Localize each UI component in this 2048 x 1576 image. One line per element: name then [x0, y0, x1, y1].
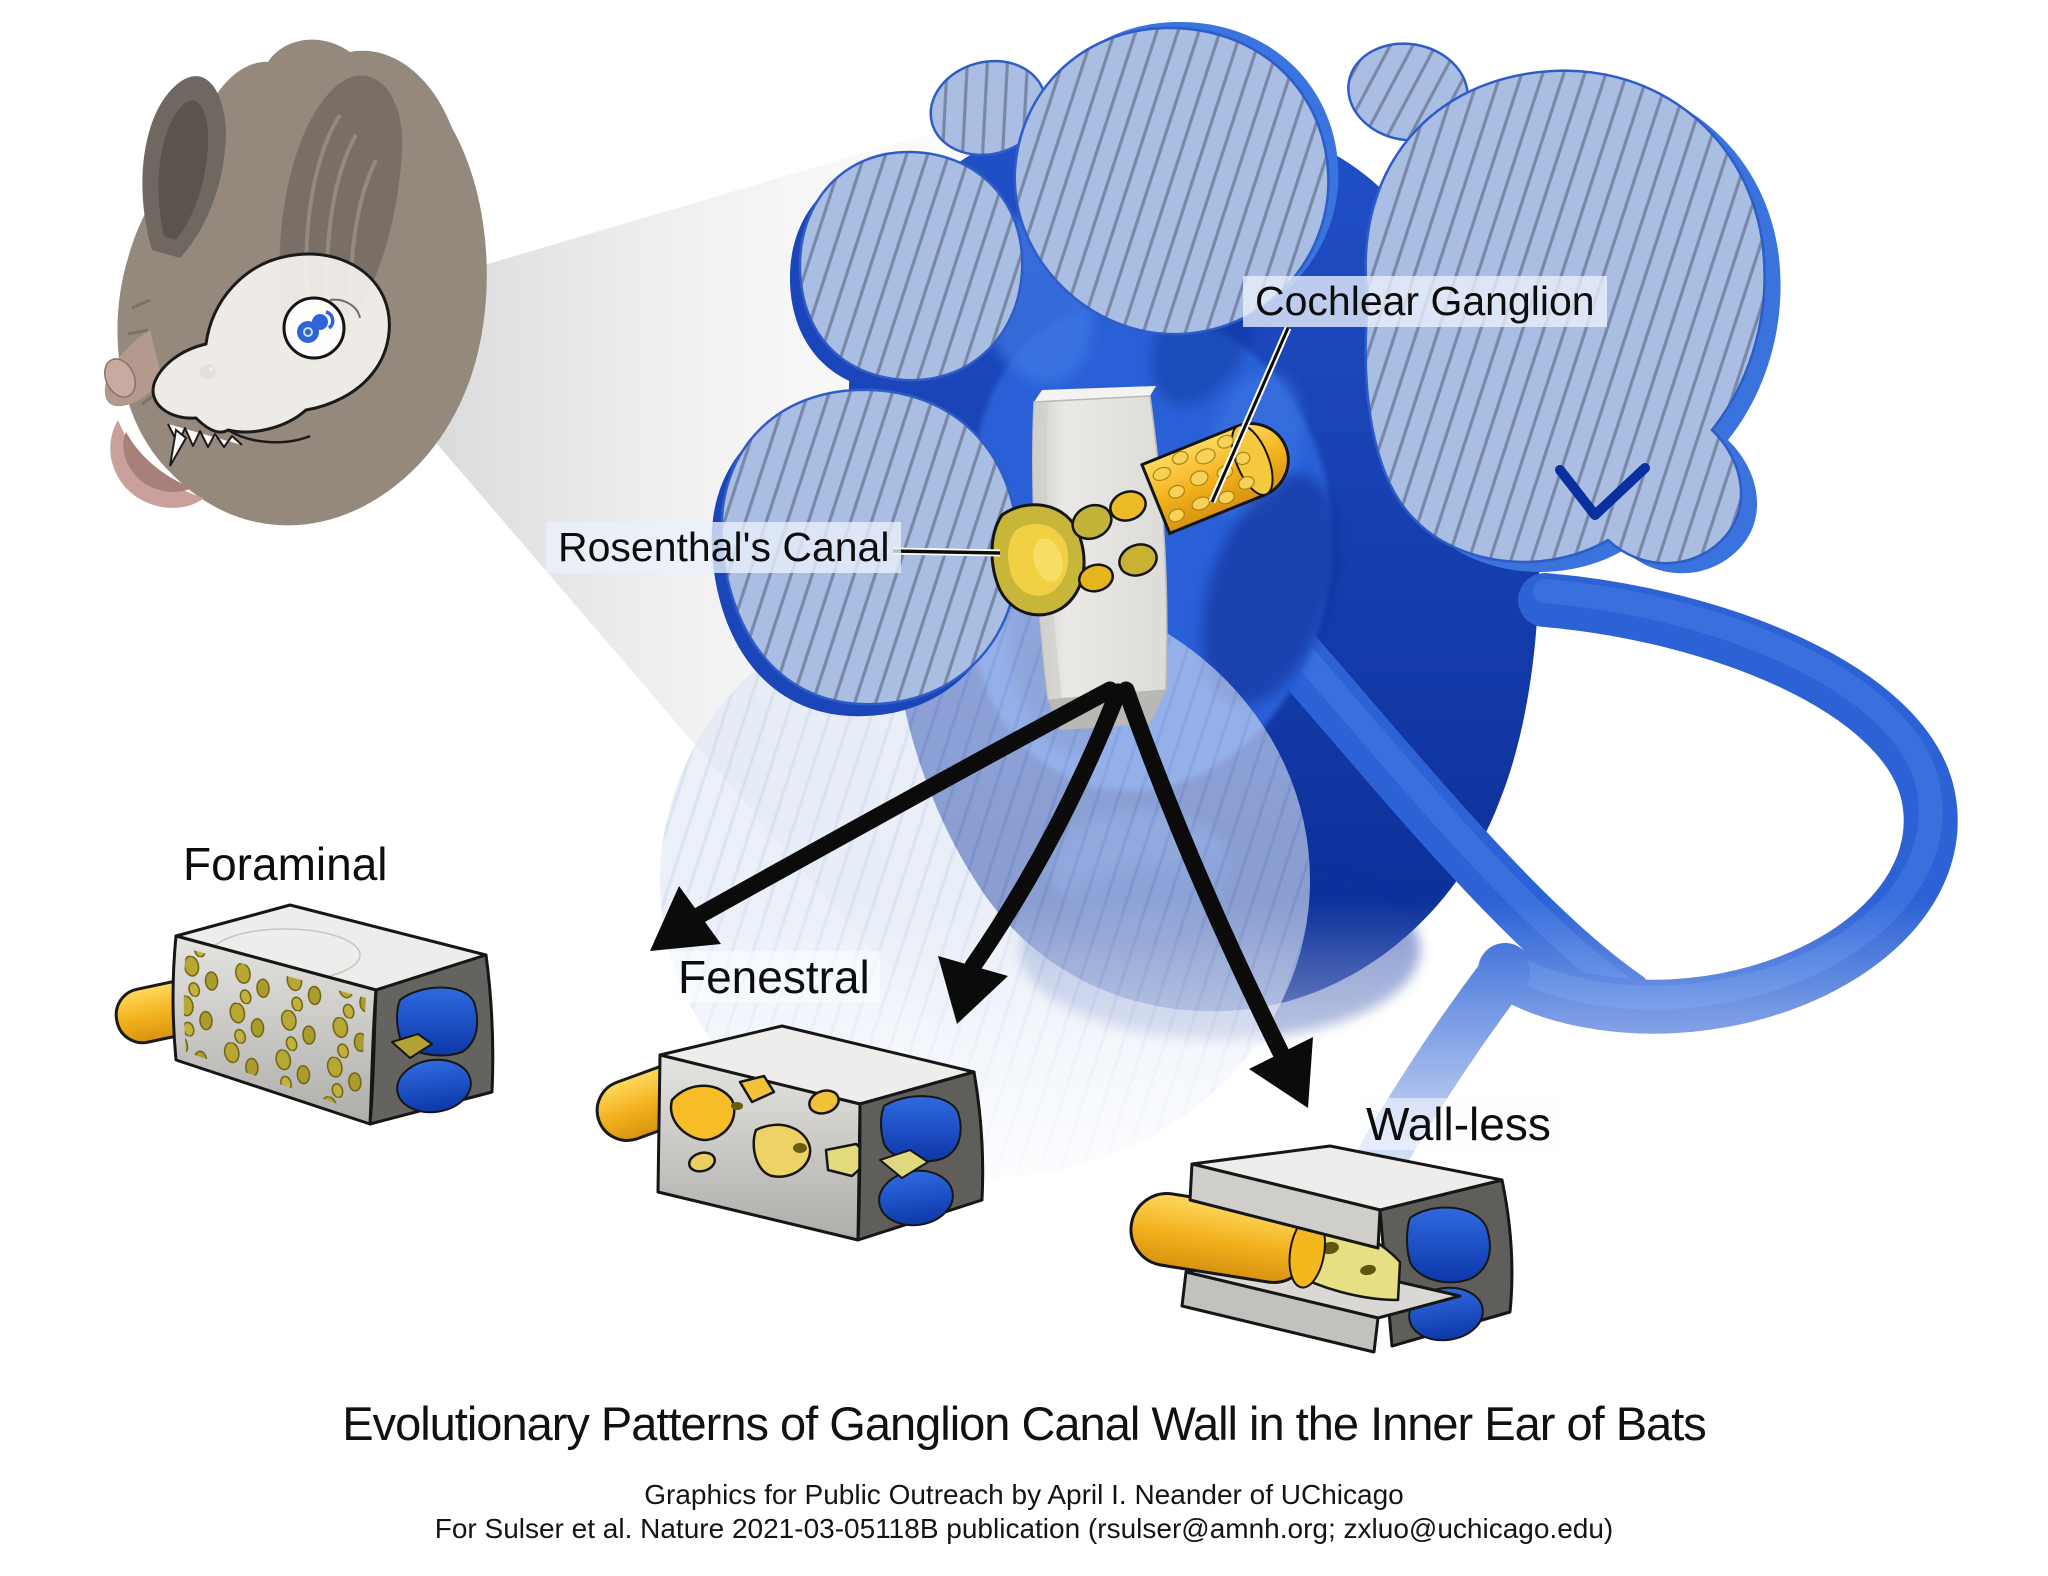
leader-line-rosenthals-canal — [892, 547, 1001, 557]
foraminal-diagram — [114, 903, 495, 1126]
leader-line-cochlear-ganglion — [1208, 326, 1292, 504]
arrow-to-fenestral — [938, 683, 1127, 1024]
bat-head-illustration — [104, 39, 487, 526]
fenestral-diagram — [595, 1024, 985, 1242]
model-fade-overlay — [400, 900, 2048, 1400]
cochlear-ganglion-label: Cochlear Ganglion — [1243, 276, 1607, 328]
fenestral-label: Fenestral — [668, 951, 880, 1004]
credit-line-2: For Sulser et al. Nature 2021-03-05118B … — [434, 1513, 1614, 1544]
inner-ear-highlight-circle — [282, 296, 346, 360]
arrow-to-wall-less — [1117, 681, 1313, 1108]
figure-title: Evolutionary Patterns of Ganglion Canal … — [342, 1397, 1707, 1450]
rosenthals-canal-3d — [990, 490, 1158, 617]
wall-less-diagram — [1129, 1144, 1514, 1354]
bat-skull-overlay — [151, 252, 391, 467]
foramina-holes — [183, 948, 366, 1112]
foraminal-label: Foraminal — [183, 838, 388, 890]
rosenthals-canal-label: Rosenthal's Canal — [546, 522, 902, 574]
wall-less-label: Wall-less — [1356, 1098, 1561, 1151]
evolution-arrows — [650, 681, 1313, 1108]
arrow-to-foraminal — [650, 681, 1119, 951]
credit-line-1: Graphics for Public Outreach by April I.… — [644, 1479, 1404, 1510]
